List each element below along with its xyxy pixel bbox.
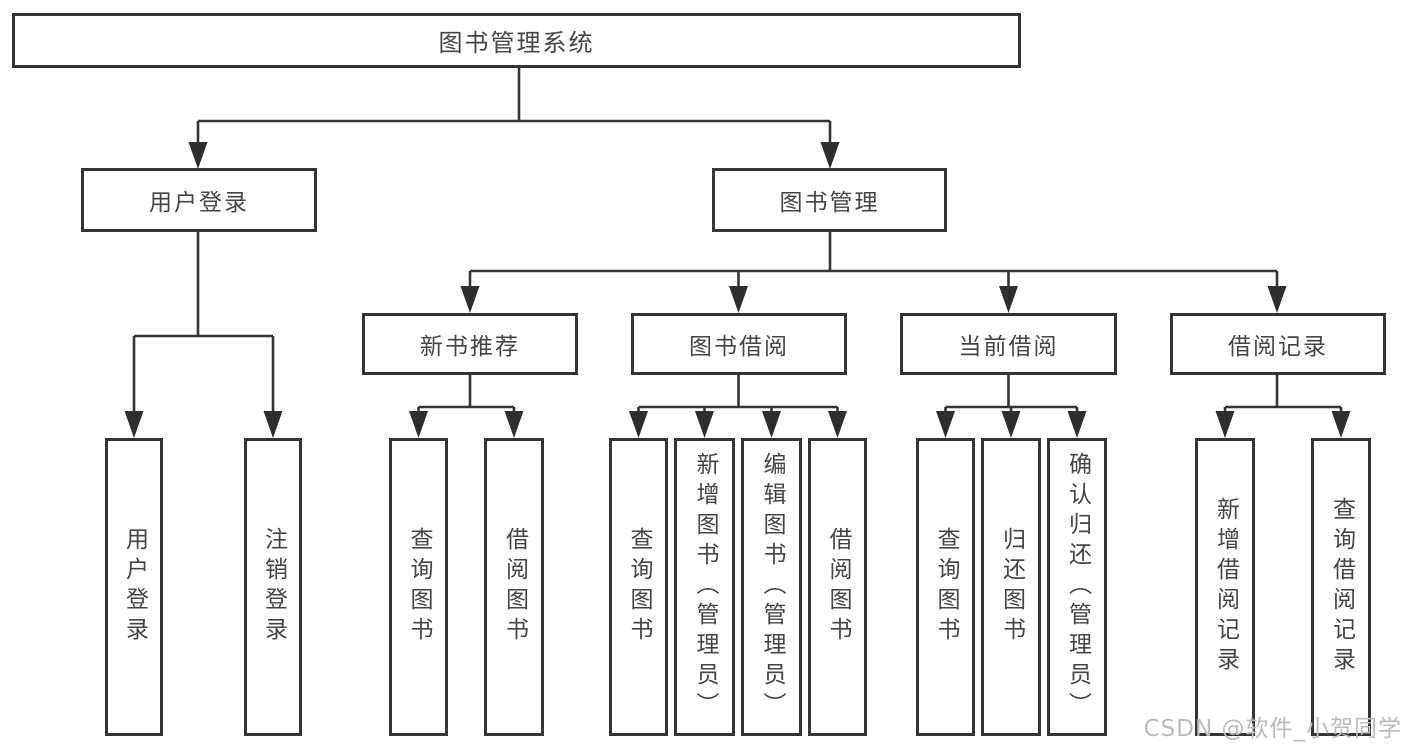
connector-lines [132,68,1343,418]
arrow-down-icon [828,411,847,438]
leaf-query-book-current: 查询图书 [916,438,975,736]
leaf-add-borrow-record-label: 新增借阅记录 [1212,497,1239,677]
leaf-query-book-current-label: 查询图书 [933,527,959,647]
leaf-borrow-book-borrow-label: 借阅图书 [825,527,851,647]
leaf-add-borrow-record: 新增借阅记录 [1195,438,1255,736]
connector-bookborrow-to-leaves [637,375,839,418]
arrow-down-icon [1267,286,1287,313]
leaf-borrow-book-borrow: 借阅图书 [808,438,867,736]
arrow-down-icon [409,411,428,438]
leaf-query-book-borrow-label: 查询图书 [626,527,652,647]
node-root-label: 图书管理系统 [438,29,595,57]
node-user-login-label: 用户登录 [149,190,249,216]
node-current-borrow-label: 当前借阅 [958,334,1059,360]
connector-userlogin-to-leaves [132,232,275,418]
node-book-mgmt-label: 图书管理 [779,190,880,216]
connector-borrowrecords-to-leaves [1223,375,1343,418]
leaf-user-login: 用户登录 [105,438,163,736]
connector-newbookrec-to-leaves [417,375,516,418]
connector-root-to-level2 [196,68,832,148]
arrow-down-icon [188,142,208,169]
leaf-edit-book-admin: 编辑图书（管理员） [741,438,802,736]
arrow-down-icon [124,411,144,438]
node-new-book-rec: 新书推荐 [362,313,578,375]
arrow-down-icon [936,411,955,438]
node-book-mgmt: 图书管理 [712,168,947,232]
leaf-query-book-newrec: 查询图书 [389,438,448,736]
node-borrow-records: 借阅记录 [1170,313,1386,375]
leaf-query-borrow-record-label: 查询借阅记录 [1328,497,1355,677]
node-book-borrow-label: 图书借阅 [689,334,789,360]
leaf-query-book-borrow: 查询图书 [609,438,668,736]
leaf-edit-book-admin-label: 编辑图书（管理员） [759,452,785,722]
arrow-down-icon [1001,411,1021,438]
leaf-return-book-label: 归还图书 [998,527,1025,647]
arrowheads [124,142,1351,438]
leaf-query-book-newrec-label: 查询图书 [406,527,432,647]
node-book-borrow: 图书借阅 [631,313,847,375]
arrow-down-icon [263,411,283,438]
arrow-down-icon [729,286,748,313]
leaf-borrow-book-newrec-label: 借阅图书 [501,527,528,647]
leaf-query-borrow-record: 查询借阅记录 [1311,438,1371,736]
leaf-return-book: 归还图书 [981,438,1041,736]
node-current-borrow: 当前借阅 [900,313,1117,375]
arrow-down-icon [999,286,1018,313]
node-borrow-records-label: 借阅记录 [1228,334,1328,360]
arrow-down-icon [820,142,840,169]
arrow-down-icon [1067,411,1087,438]
node-new-book-rec-label: 新书推荐 [420,334,520,360]
leaf-logout: 注销登录 [244,438,302,736]
watermark-text: CSDN @软件_小贺同学 [1143,716,1402,742]
arrow-down-icon [762,411,781,438]
leaf-confirm-return-admin-label: 确认归还（管理员） [1064,452,1091,722]
arrow-down-icon [1331,411,1351,438]
arrow-down-icon [629,411,648,438]
leaf-logout-label: 注销登录 [260,527,287,647]
leaf-borrow-book-newrec: 借阅图书 [484,438,544,736]
node-user-login: 用户登录 [81,168,317,232]
leaf-user-login-label: 用户登录 [121,527,148,647]
arrow-down-icon [504,411,524,438]
arrow-down-icon [1215,411,1235,438]
leaf-add-book-admin: 新增图书（管理员） [674,438,735,736]
leaf-add-book-admin-label: 新增图书（管理员） [692,452,718,722]
leaf-confirm-return-admin: 确认归还（管理员） [1047,438,1107,736]
node-root: 图书管理系统 [12,13,1021,68]
arrow-down-icon [460,286,480,313]
connector-bookmgmt-to-level3 [468,232,1279,291]
arrow-down-icon [695,411,714,438]
